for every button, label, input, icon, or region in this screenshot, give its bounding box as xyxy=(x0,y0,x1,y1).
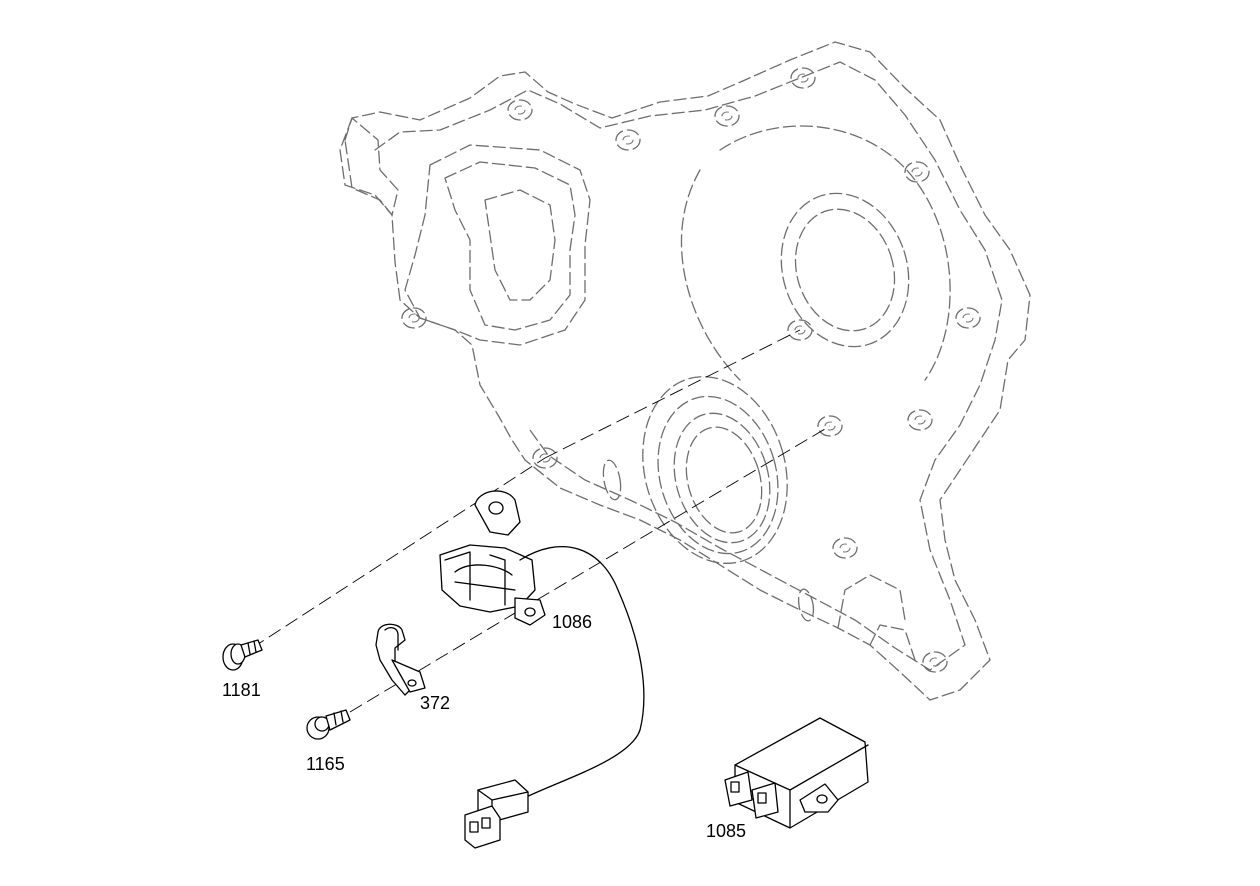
bolt-1181 xyxy=(222,639,263,671)
callout-1165: 1165 xyxy=(306,754,345,774)
screw-1165 xyxy=(306,709,351,740)
callout-1085: 1085 xyxy=(706,821,746,841)
callout-labels: 1086 1181 372 1165 1085 xyxy=(222,612,746,841)
assembly-leader-lines xyxy=(251,329,831,713)
clamp-372 xyxy=(375,623,426,696)
callout-372: 372 xyxy=(420,693,450,713)
pickup-sensor-1086 xyxy=(439,490,645,849)
callout-1086: 1086 xyxy=(552,612,592,632)
control-unit-1085 xyxy=(724,717,869,829)
callout-1181: 1181 xyxy=(222,680,261,700)
engine-cover-housing xyxy=(339,41,1031,701)
